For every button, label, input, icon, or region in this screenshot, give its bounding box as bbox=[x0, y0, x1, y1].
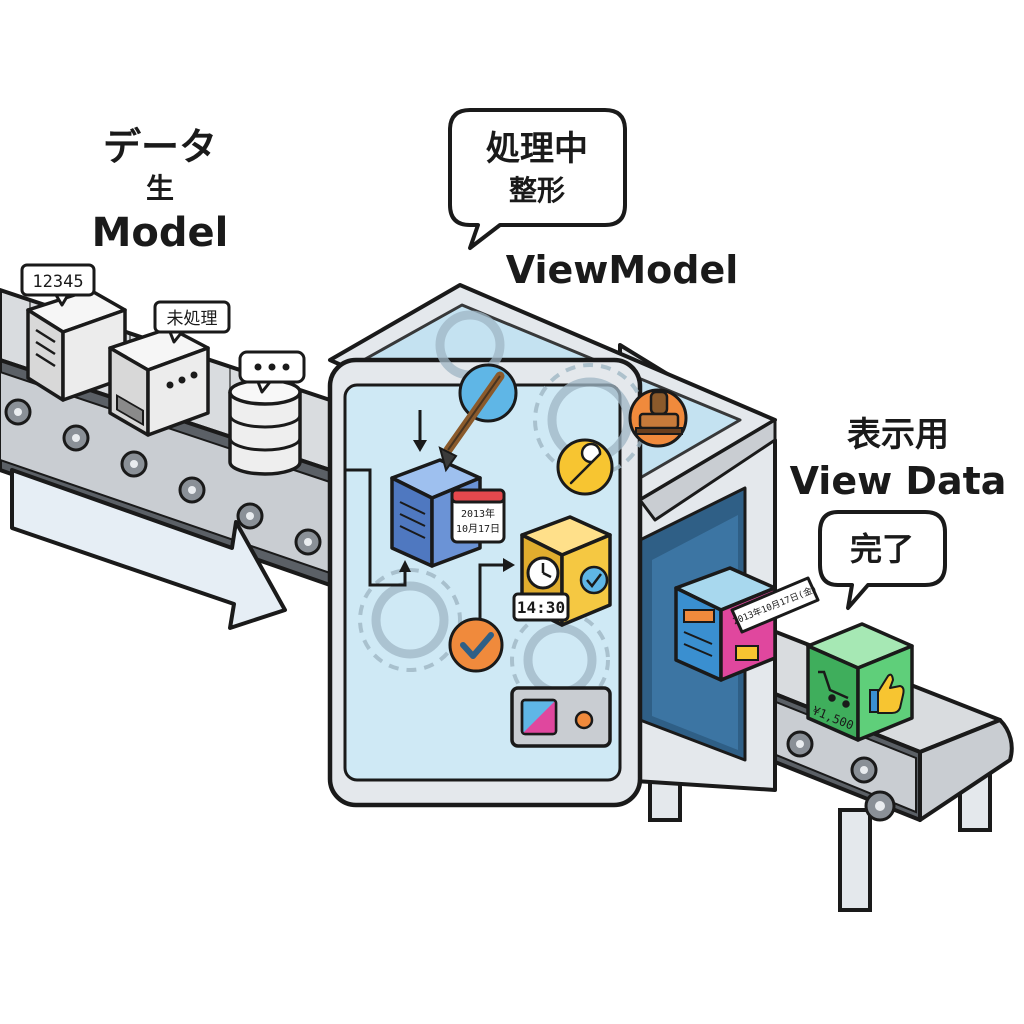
clock-text: 14:30 bbox=[517, 598, 565, 617]
model-title: データ bbox=[103, 125, 217, 169]
view-card-box bbox=[674, 566, 777, 682]
viewmodel-machine: 2013年 10月17日 bbox=[327, 283, 777, 808]
id-tag: 12345 bbox=[20, 263, 96, 307]
cart-icon bbox=[818, 670, 850, 708]
viewdata-name: View Data bbox=[790, 459, 1007, 503]
chat-bubble-icon bbox=[238, 350, 306, 394]
done-text: 完了 bbox=[850, 530, 914, 568]
id-tag-text: 12345 bbox=[32, 272, 83, 292]
viewdata-title: 表示用 bbox=[847, 415, 949, 455]
wrench-icon bbox=[556, 438, 614, 496]
document-icon bbox=[35, 328, 56, 368]
done-bubble: 完了 bbox=[818, 510, 947, 610]
bubble-formatting: 整形 bbox=[509, 174, 565, 207]
control-panel-icon bbox=[510, 686, 612, 748]
processing-bubble: 処理中 整形 bbox=[448, 108, 627, 250]
model-subtitle: 生 bbox=[146, 172, 174, 205]
clock-icon bbox=[526, 556, 560, 590]
calendar-text-year: 2013年 bbox=[461, 507, 495, 520]
unprocessed-tag-text: 未処理 bbox=[167, 309, 218, 329]
model-name: Model bbox=[92, 210, 229, 256]
database-icon bbox=[228, 378, 302, 476]
stamp-icon bbox=[628, 388, 688, 448]
calendar-icon: 2013年 10月17日 bbox=[450, 488, 506, 544]
check-icon bbox=[448, 617, 504, 673]
model-label: データ 生 Model bbox=[92, 125, 229, 256]
viewmodel-name: ViewModel bbox=[506, 248, 739, 292]
thumbs-up-icon bbox=[869, 673, 905, 714]
time-box: 14:30 bbox=[512, 515, 612, 627]
bubble-processing: 処理中 bbox=[486, 129, 588, 169]
raw-box bbox=[108, 326, 210, 437]
unprocessed-tag: 未処理 bbox=[153, 300, 231, 344]
shop-box: ¥1,500 bbox=[806, 622, 914, 742]
paintbrush-icon bbox=[438, 363, 518, 473]
flow-arrow bbox=[10, 468, 287, 630]
calendar-text-date: 10月17日 bbox=[456, 523, 500, 535]
